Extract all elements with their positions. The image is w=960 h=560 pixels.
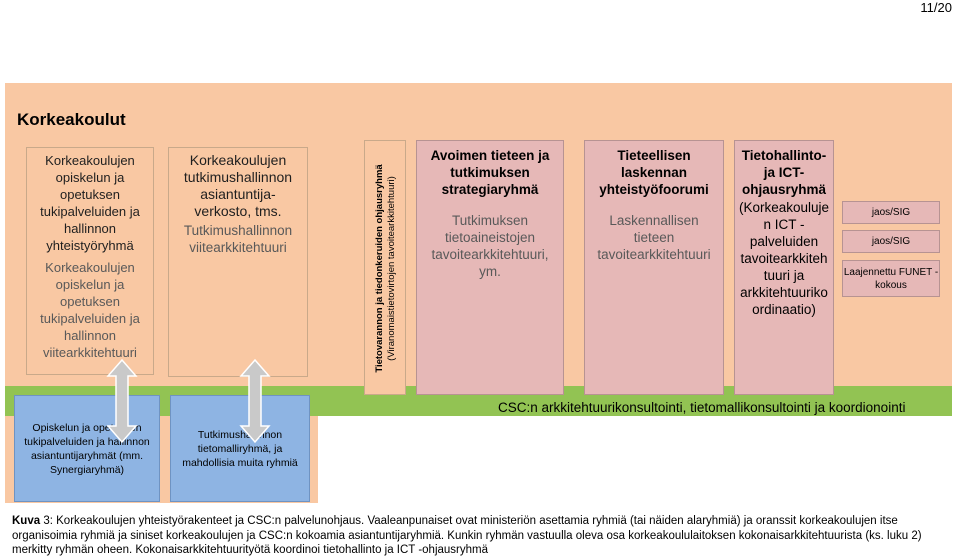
figure-caption: Kuva 3: Korkeakoulujen yhteistyörakentee…: [12, 514, 952, 558]
box4-top-text: Avoimen tieteen ja tutkimuksen strategia…: [430, 148, 550, 197]
box2-top-text: Korkeakoulujen tutkimushallinnon asiantu…: [183, 152, 293, 219]
box2-bottom-text: Tutkimushallinnon viitearkkitehtuuri: [183, 223, 293, 255]
yhteistyoryhma-box: Korkeakoulujen opiskelun ja opetuksen tu…: [26, 147, 154, 375]
box6-top-text: Tietohallinto- ja ICT- ohjausryhmä: [741, 148, 827, 197]
box5-top-text: Tieteellisen laskennan yhteistyöfoorumi: [599, 148, 709, 197]
caption-number: 3:: [43, 515, 53, 527]
box1-bottom-text: Korkeakoulujen opiskelun ja opetuksen tu…: [40, 260, 140, 360]
csc-consulting-label: CSC:n arkkitehtuurikonsultointi, tietoma…: [498, 400, 906, 415]
page-number: 11/20: [920, 0, 952, 15]
double-arrow-icon-1: [106, 358, 138, 444]
avoin-tiede-box: Avoimen tieteen ja tutkimuksen strategia…: [416, 140, 564, 395]
box4-bottom-text: Tutkimuksen tietoaineistojen tavoitearkk…: [431, 213, 549, 279]
funet-kokous-box: Laajennettu FUNET -kokous: [842, 260, 940, 297]
caption-label: Kuva: [12, 515, 41, 527]
tutkimushallinto-box: Korkeakoulujen tutkimushallinnon asiantu…: [168, 147, 308, 377]
blue-box2-text: Tutkimushallinnon tietomalliryhmä, ja ma…: [182, 428, 298, 469]
jaos-sig-box-1: jaos/SIG: [842, 201, 940, 224]
jaos-sig-box-2: jaos/SIG: [842, 230, 940, 253]
tietovaranto-box: Tietovarannon ja tiedonkeruiden ohjausry…: [364, 140, 406, 395]
box1-top-text: Korkeakoulujen opiskelun ja opetuksen tu…: [40, 153, 140, 253]
box6-bottom-text: (Korkeakouluje n ICT - palveluiden tavoi…: [738, 200, 830, 317]
double-arrow-icon-2: [239, 358, 271, 444]
ict-ohjausryhma-box: Tietohallinto- ja ICT- ohjausryhmä (Kork…: [734, 140, 834, 395]
laskenta-box: Tieteellisen laskennan yhteistyöfoorumi …: [584, 140, 724, 395]
tietovaranto-label: Tietovarannon ja tiedonkeruiden ohjausry…: [374, 164, 397, 373]
caption-text: Korkeakoulujen yhteistyörakenteet ja CSC…: [12, 515, 922, 556]
box5-bottom-text: Laskennallisen tieteen tavoitearkkitehtu…: [597, 213, 711, 262]
white-area: [318, 416, 952, 504]
tietomalliryhma-box: Tutkimushallinnon tietomalliryhmä, ja ma…: [170, 395, 310, 502]
diagram-title: Korkeakoulut: [17, 110, 126, 129]
